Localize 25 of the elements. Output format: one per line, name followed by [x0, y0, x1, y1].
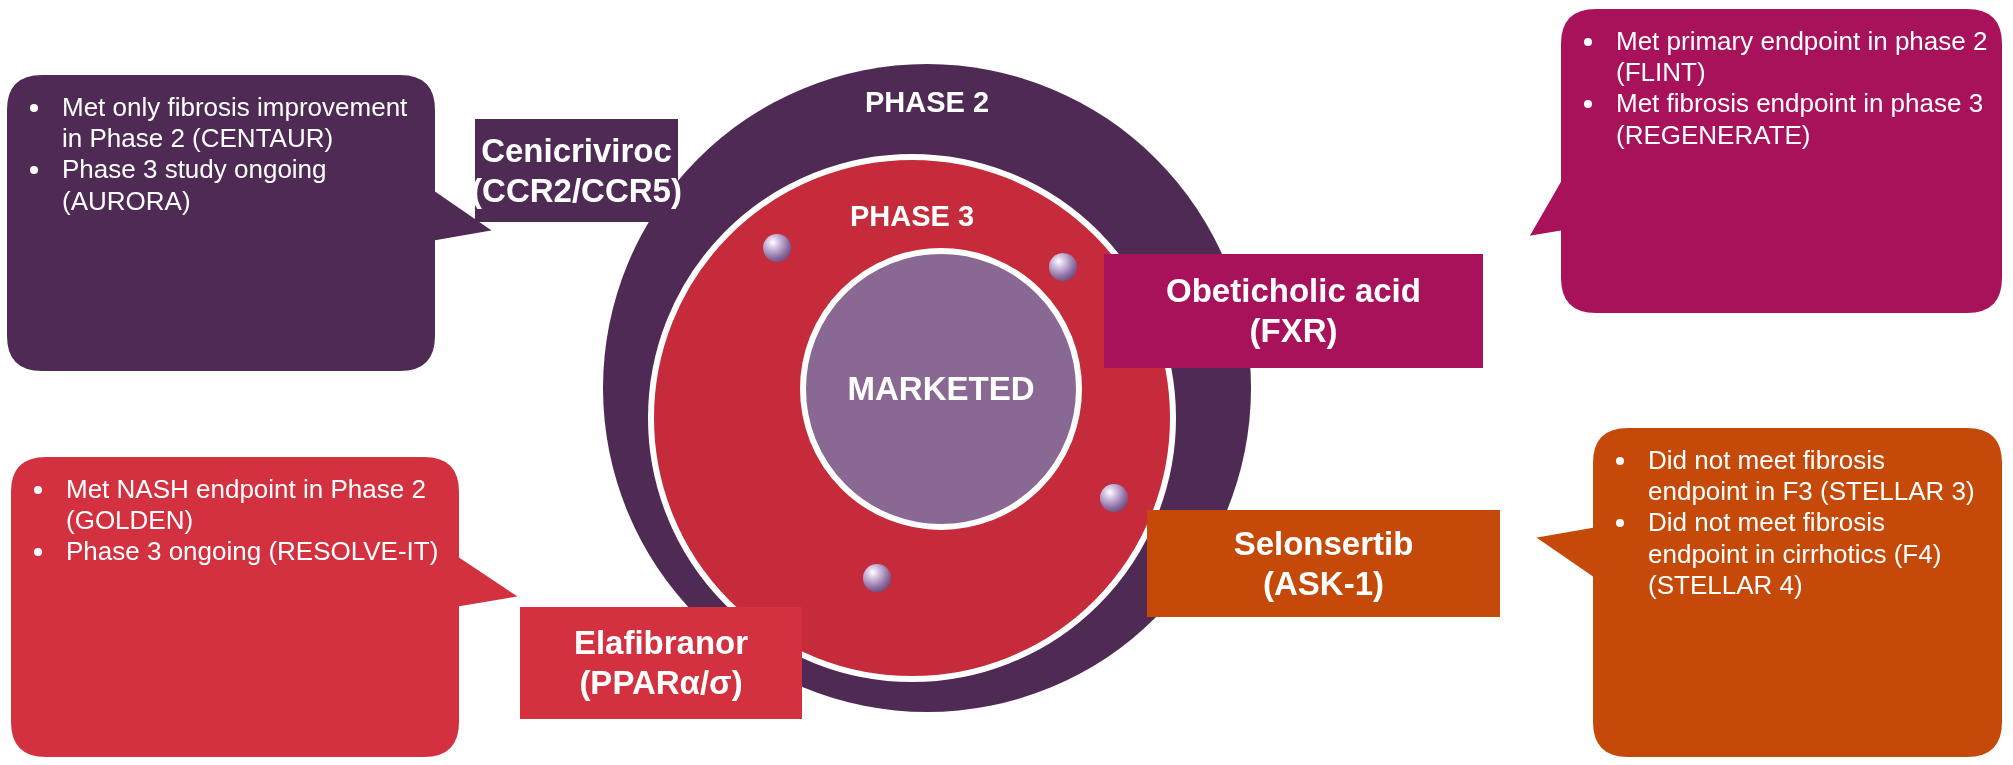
- drug-name: Selonsertib: [1233, 523, 1414, 564]
- drug-box: [520, 607, 802, 719]
- drug-name: (ASK-1): [1263, 563, 1384, 604]
- callout-bubble: [1534, 427, 2003, 758]
- drug-name: Elafibranor: [573, 623, 749, 663]
- bullet-text: Did not meet fibrosis endpoint in F3 (STELLAR 3): [1648, 445, 1976, 508]
- callout-bubble: [10, 456, 520, 758]
- bullet-text: Met primary endpoint in phase 2 (FLINT): [1616, 26, 1989, 89]
- bullet-text: Phase 3 ongoing (RESOLVE-IT): [66, 536, 440, 568]
- bullet-text: Met only fibrosis improvement in Phase 2 (CENTAUR): [62, 92, 409, 155]
- phase-label: MARKETED: [847, 370, 1035, 407]
- phase-label: PHASE 2: [864, 86, 990, 118]
- phase-label: PHASE 3: [849, 200, 975, 232]
- callout-bubble: [1528, 8, 2003, 314]
- drug-name: Cenicriviroc: [481, 130, 672, 171]
- bullet-text: Did not meet fibrosis endpoint in cirrhotics (F4) (STELLAR 4): [1648, 507, 1943, 601]
- drug-name: (PPARα/σ): [579, 663, 743, 703]
- drug-box: [1147, 510, 1500, 617]
- bullet-text: Met NASH endpoint in Phase 2 (GOLDEN): [66, 474, 427, 537]
- drug-name: (CCR2/CCR5): [471, 170, 682, 211]
- drug-box: [1104, 254, 1483, 368]
- bullet-text: Met fibrosis endpoint in phase 3 (REGENERATE): [1616, 88, 1985, 151]
- drug-name: Obeticholic acid: [1166, 271, 1421, 311]
- bullet-text: Phase 3 study ongoing (AURORA): [62, 154, 328, 217]
- drug-name: (FXR): [1249, 311, 1338, 351]
